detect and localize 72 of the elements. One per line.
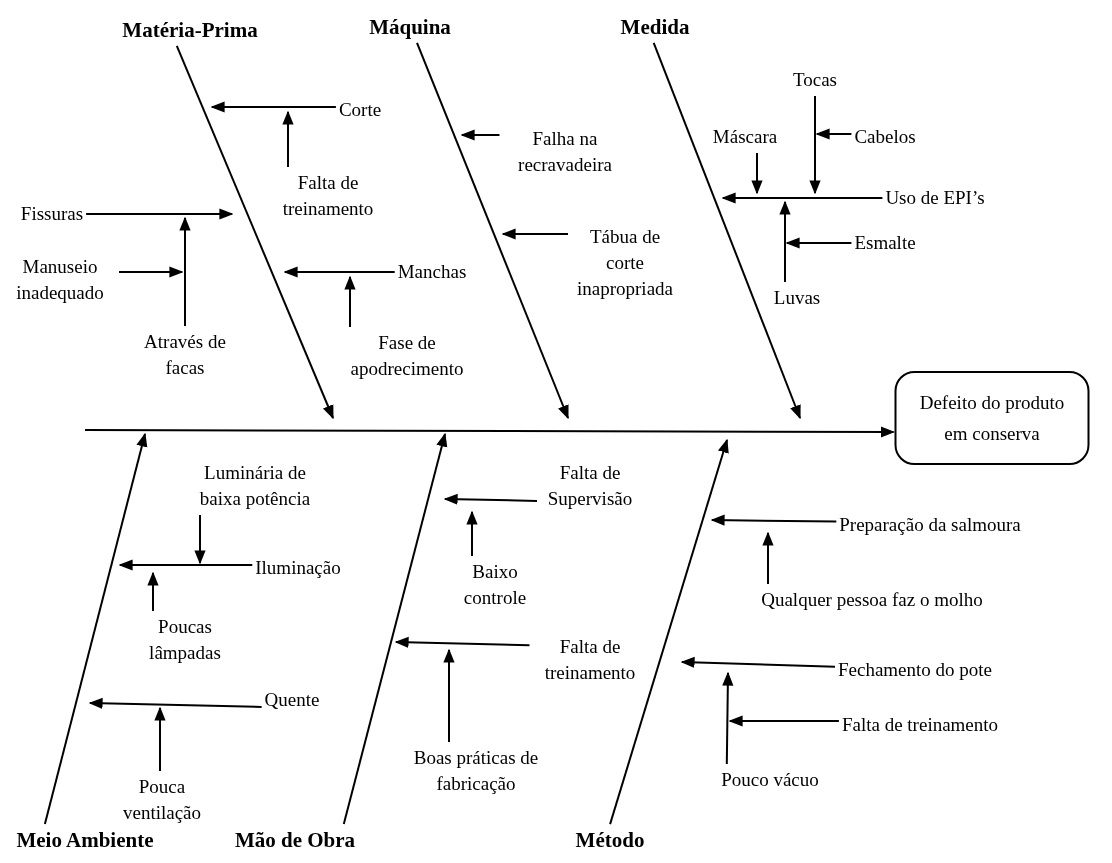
cause-label: Fechamento do pote xyxy=(837,657,993,683)
category-label: Matéria-Prima xyxy=(122,17,258,43)
cause-label: Manuseio inadequado xyxy=(4,254,116,306)
cause-arrow xyxy=(809,95,821,195)
category-label: Máquina xyxy=(369,14,451,40)
cause-label: Poucas lâmpadas xyxy=(137,614,233,666)
cause-arrow xyxy=(751,152,763,195)
cause-arrow xyxy=(443,493,538,505)
cause-label: Baixo controle xyxy=(455,559,535,611)
cause-label: Uso de EPI’s xyxy=(885,185,985,211)
cause-label: Pouca ventilação xyxy=(114,774,210,826)
cause-arrow xyxy=(710,514,838,526)
cause-label: Qualquer pessoa faz o molho xyxy=(761,587,983,613)
bone-arrow xyxy=(652,41,801,420)
cause-label: Cabelos xyxy=(854,124,916,150)
cause-label: Boas práticas de fabricação xyxy=(401,745,551,797)
category-label: Método xyxy=(575,827,645,853)
cause-label: Preparação da salmoura xyxy=(839,512,1021,538)
cause-label: Fissuras xyxy=(20,201,84,227)
cause-arrow xyxy=(344,275,356,328)
cause-label: Iluminação xyxy=(255,555,341,581)
cause-arrow xyxy=(282,110,294,168)
cause-label: Esmalte xyxy=(854,230,916,256)
cause-label: Quente xyxy=(264,687,320,713)
cause-label: Fase de apodrecimento xyxy=(337,330,477,382)
cause-arrow xyxy=(721,192,884,204)
cause-arrow xyxy=(85,208,234,220)
cause-arrow xyxy=(762,531,774,585)
cause-arrow xyxy=(154,706,166,772)
cause-arrow xyxy=(460,129,501,141)
cause-arrow xyxy=(728,715,840,727)
cause-arrow xyxy=(779,200,791,283)
cause-arrow xyxy=(179,216,191,327)
cause-arrow xyxy=(283,266,396,278)
cause-label: Pouco vácuo xyxy=(721,767,819,793)
cause-arrow xyxy=(118,266,184,278)
bone-arrow xyxy=(416,41,569,420)
bone-arrow xyxy=(84,426,895,438)
category-label: Meio Ambiente xyxy=(16,827,154,853)
bone-arrow xyxy=(175,44,334,420)
cause-label: Máscara xyxy=(712,124,778,150)
cause-label: Tocas xyxy=(793,67,837,93)
cause-label: Falta de Supervisão xyxy=(540,460,640,512)
cause-label: Luminária de baixa potência xyxy=(185,460,325,512)
cause-arrow xyxy=(501,228,569,240)
cause-arrow xyxy=(815,128,853,140)
cause-arrow xyxy=(443,648,455,743)
bone-arrow xyxy=(43,432,148,826)
cause-label: Através de facas xyxy=(135,329,235,381)
cause-label: Falta de treinamento xyxy=(269,170,387,222)
cause-arrow xyxy=(194,514,206,565)
cause-label: Falha na recravadeira xyxy=(502,126,628,178)
cause-arrow xyxy=(466,510,478,557)
category-label: Medida xyxy=(620,14,690,40)
cause-label: Corte xyxy=(338,97,382,123)
cause-label: Falta de treinamento xyxy=(532,634,648,686)
bone-arrow xyxy=(609,438,729,826)
bone-arrow xyxy=(342,432,448,826)
category-label: Mão de Obra xyxy=(234,827,356,853)
cause-arrow xyxy=(210,101,337,113)
cause-arrow xyxy=(88,697,263,709)
cause-arrow xyxy=(680,656,836,668)
cause-label: Luvas xyxy=(773,285,821,311)
cause-arrow xyxy=(785,237,853,249)
cause-label: Falta de treinamento xyxy=(841,712,999,738)
cause-arrow xyxy=(118,559,254,571)
cause-label: Manchas xyxy=(397,259,467,285)
cause-arrow xyxy=(394,636,531,648)
effect-box: Defeito do produto em conserva xyxy=(894,371,1090,465)
cause-arrow xyxy=(147,571,159,612)
cause-label: Tábua de corte inapropriada xyxy=(571,224,679,302)
cause-arrow xyxy=(722,671,734,765)
